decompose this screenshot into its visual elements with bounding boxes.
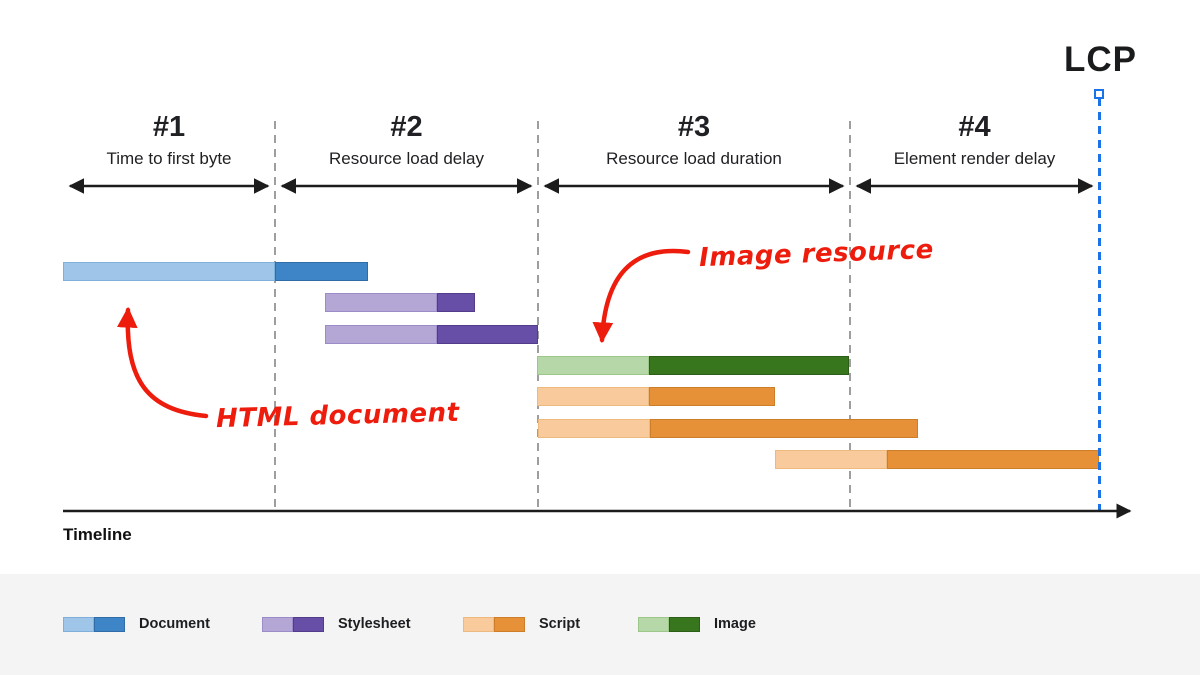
image-bar-light-segment xyxy=(537,356,649,375)
legend-swatch-light xyxy=(262,616,293,632)
html-document-annotation: HTML document xyxy=(215,397,460,435)
document-bar-dark-segment xyxy=(275,262,368,281)
stylesheet-bar-dark-segment xyxy=(437,325,538,344)
phase-divider-line xyxy=(274,121,276,512)
legend-swatch-dark xyxy=(669,616,700,632)
lcp-title: LCP xyxy=(1064,40,1137,79)
image-resource-arrow xyxy=(592,248,691,344)
phase-name: Resource load duration xyxy=(606,149,782,169)
legend-swatch-light xyxy=(63,616,94,632)
script-bar-light-segment xyxy=(537,387,649,406)
script-bar-dark-segment xyxy=(649,387,775,406)
script-bar-dark-segment xyxy=(887,450,1099,469)
legend-label: Document xyxy=(139,616,210,632)
legend-swatch-light xyxy=(463,616,494,632)
image-resource-annotation: Image resource xyxy=(698,234,935,274)
phase-number: #4 xyxy=(958,111,991,143)
legend-item-script: Script xyxy=(463,615,580,633)
phase-number: #2 xyxy=(390,111,423,143)
stylesheet-bar-dark-segment xyxy=(437,293,475,312)
legend-item-document: Document xyxy=(63,615,210,633)
lcp-marker-square xyxy=(1094,89,1104,99)
phase-number: #3 xyxy=(677,111,711,143)
legend-swatch-dark xyxy=(494,616,525,632)
stylesheet-bar-light-segment xyxy=(325,325,437,344)
script-bar-light-segment xyxy=(775,450,887,469)
lcp-dashed-line xyxy=(1098,98,1101,512)
legend-swatch xyxy=(262,616,324,632)
timeline-label: Timeline xyxy=(63,525,132,544)
phase-number: #1 xyxy=(152,111,186,143)
legend-footer xyxy=(0,574,1200,675)
script-bar-light-segment xyxy=(538,419,650,438)
stylesheet-bar-light-segment xyxy=(325,293,437,312)
phase-name: Element render delay xyxy=(893,149,1056,169)
document-bar-light-segment xyxy=(63,262,275,281)
legend-swatch-dark xyxy=(293,616,324,632)
legend-item-stylesheet: Stylesheet xyxy=(262,615,411,633)
legend-label: Image xyxy=(714,616,756,632)
html-document-arrow xyxy=(116,306,209,419)
legend-swatch xyxy=(638,616,700,632)
phase-divider-line xyxy=(537,121,539,512)
phase-divider-line xyxy=(849,121,851,512)
image-bar-dark-segment xyxy=(649,356,849,375)
legend-swatch-dark xyxy=(94,616,125,632)
legend-swatch xyxy=(63,616,125,632)
legend-item-image: Image xyxy=(638,615,756,633)
legend-label: Stylesheet xyxy=(338,616,411,632)
phase-name: Time to first byte xyxy=(106,149,232,169)
legend-label: Script xyxy=(539,616,581,632)
script-bar-dark-segment xyxy=(650,419,918,438)
legend-swatch-light xyxy=(638,616,669,632)
legend-swatch xyxy=(463,616,525,632)
phase-name: Resource load delay xyxy=(329,149,484,169)
